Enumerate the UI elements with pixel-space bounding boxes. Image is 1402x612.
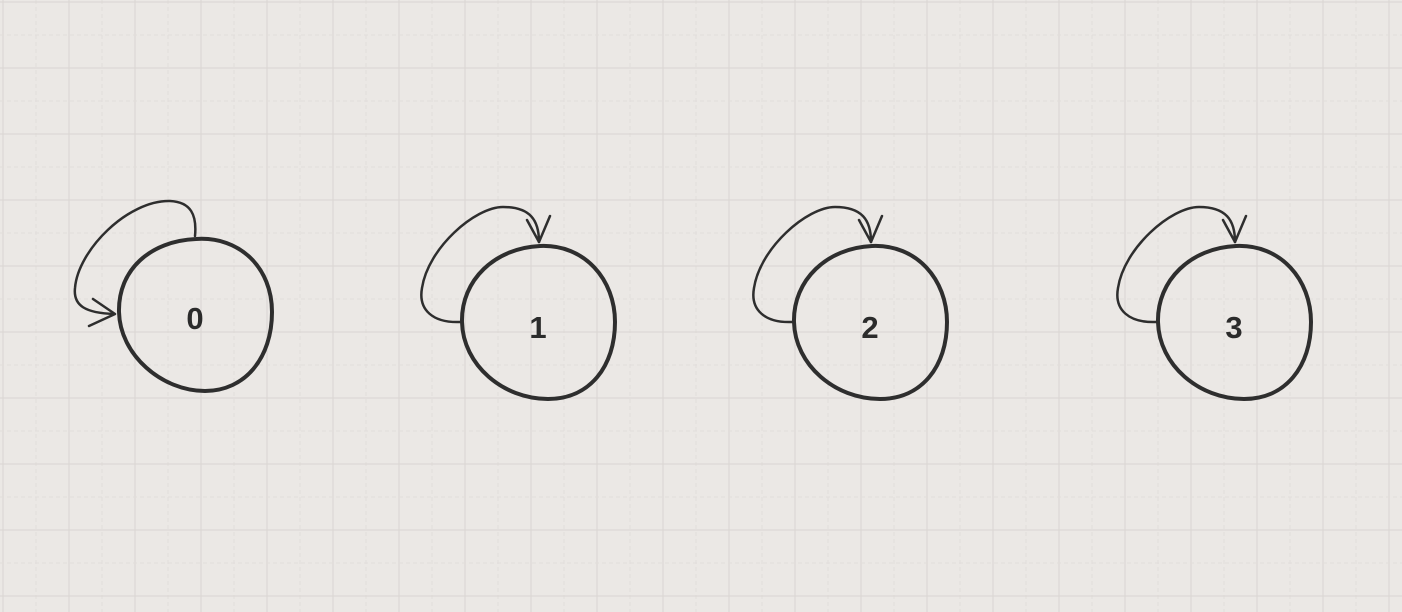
- node-0-label: 0: [186, 301, 203, 336]
- state-node-1[interactable]: 1: [420, 205, 617, 401]
- node-2-arrowhead: [857, 214, 884, 244]
- node-3-circle: [1155, 243, 1313, 401]
- state-node-2[interactable]: 2: [752, 205, 949, 401]
- node-1-self-loop: [420, 205, 541, 324]
- node-1-label: 1: [529, 310, 546, 345]
- node-0-circle: [116, 236, 274, 393]
- node-3-label: 3: [1225, 310, 1242, 345]
- node-2-self-loop: [752, 205, 873, 324]
- state-node-0[interactable]: 0: [73, 199, 274, 393]
- node-2-circle: [791, 243, 949, 401]
- node-3-arrowhead: [1221, 214, 1248, 244]
- node-1-circle: [459, 243, 617, 401]
- node-3-self-loop: [1116, 205, 1237, 324]
- state-node-3[interactable]: 3: [1116, 205, 1313, 401]
- node-2-label: 2: [861, 310, 878, 345]
- node-0-self-loop: [73, 199, 197, 316]
- node-0-arrowhead: [87, 297, 117, 328]
- node-1-arrowhead: [525, 214, 552, 244]
